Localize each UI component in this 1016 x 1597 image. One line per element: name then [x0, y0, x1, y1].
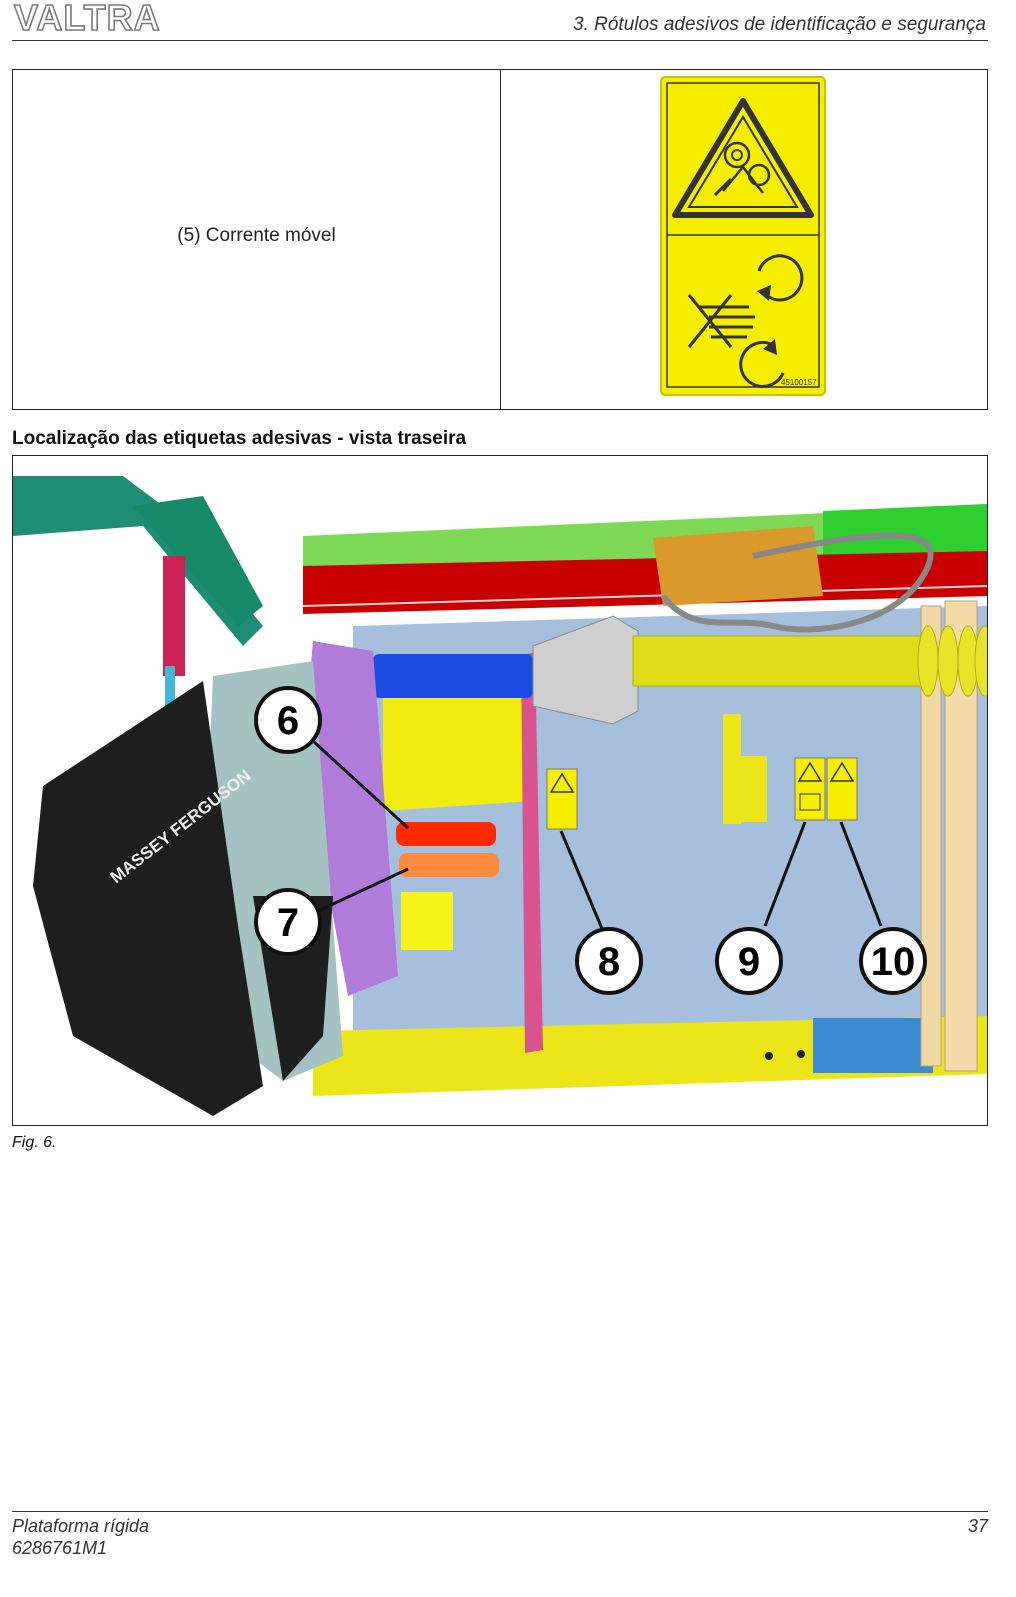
blue-drive-tube — [373, 654, 533, 698]
callout-9: 9 — [715, 927, 783, 995]
page-number: 37 — [967, 1516, 988, 1536]
section-heading: Localização das etiquetas adesivas - vis… — [12, 428, 467, 449]
svg-text:9: 9 — [738, 940, 760, 984]
logo-wordmark: VALTRA — [14, 0, 161, 34]
footer-document-code: 6286761M1 — [12, 1538, 108, 1558]
label-marker-6 — [396, 822, 496, 846]
svg-text:7: 7 — [277, 901, 299, 945]
label-caption-moving-chain: (5) Corrente móvel — [177, 225, 336, 246]
table-column-divider — [500, 70, 501, 409]
rear-view-illustration: MASSEY FERGUSON 6 7 8 9 — [13, 476, 987, 1116]
safety-sticker-moving-chain: 45100157 — [660, 76, 826, 396]
yellow-drive-shaft — [632, 635, 924, 687]
svg-text:6: 6 — [277, 699, 299, 743]
callout-10: 10 — [859, 927, 927, 995]
purple-side-cover — [303, 641, 398, 996]
header-divider — [12, 40, 988, 41]
valtra-logo: VALTRA — [13, 0, 161, 34]
callout-8: 8 — [575, 927, 643, 995]
figure-rear-view: MASSEY FERGUSON 6 7 8 9 — [12, 455, 988, 1126]
black-hood — [33, 681, 263, 1116]
label-marker-7 — [399, 853, 499, 877]
no-hands-rotating-parts-icon — [687, 254, 804, 388]
sticker-9-icon — [794, 757, 826, 821]
svg-text:8: 8 — [598, 940, 620, 984]
svg-text:10: 10 — [871, 940, 916, 984]
footer-document-title: Plataforma rígida — [12, 1516, 150, 1536]
sticker-10-icon — [826, 757, 858, 821]
warning-triangle-icon — [672, 98, 814, 218]
chapter-title: 3. Rótulos adesivos de identificação e s… — [573, 14, 986, 35]
callout-7: 7 — [254, 888, 322, 956]
callout-6: 6 — [254, 686, 322, 754]
sticker-part-number: 45100157 — [781, 378, 817, 387]
figure-caption: Fig. 6. — [12, 1134, 57, 1151]
sticker-8-icon — [546, 768, 578, 830]
footer-divider — [12, 1511, 988, 1512]
label-table: (5) Corrente móvel 45100157 — [12, 69, 988, 410]
